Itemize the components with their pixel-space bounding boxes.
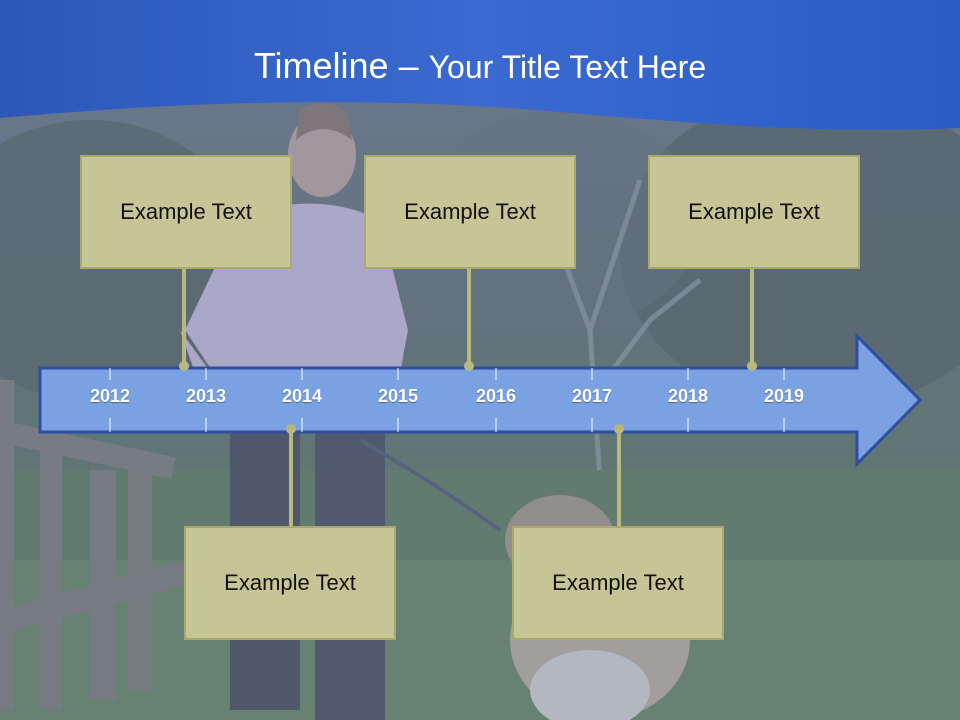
year-label-2015: 2015 (377, 386, 419, 406)
year-label-2016: 2016 (475, 386, 517, 406)
header-band (0, 0, 960, 130)
event-box-4: Example Text (512, 526, 724, 640)
title-dash: – (398, 45, 419, 86)
year-label-2017: 2017 (571, 386, 613, 406)
event-connector-dot-2 (286, 424, 296, 434)
event-box-3: Example Text (364, 155, 576, 269)
event-connectors (179, 268, 757, 526)
event-label: Example Text (120, 199, 252, 224)
event-label: Example Text (224, 570, 356, 595)
year-label-2014: 2014 (281, 386, 323, 406)
event-label: Example Text (552, 570, 684, 595)
year-label-2013: 2013 (185, 386, 227, 406)
slide-title: Timeline – Your Title Text Here (0, 42, 960, 91)
event-connector-dot-1 (179, 361, 189, 371)
year-ticks (109, 368, 785, 432)
timeline-arrow (38, 332, 923, 468)
event-connector-dot-4 (614, 424, 624, 434)
event-label: Example Text (688, 199, 820, 224)
event-label: Example Text (404, 199, 536, 224)
event-box-5: Example Text (648, 155, 860, 269)
title-subtitle: Your Title Text Here (428, 49, 707, 85)
year-label-2018: 2018 (667, 386, 709, 406)
event-box-1: Example Text (80, 155, 292, 269)
year-label-2012: 2012 (89, 386, 131, 406)
event-connector-dot-5 (747, 361, 757, 371)
event-connector-dot-3 (464, 361, 474, 371)
title-main: Timeline (253, 45, 389, 86)
event-box-2: Example Text (184, 526, 396, 640)
year-label-2019: 2019 (763, 386, 805, 406)
